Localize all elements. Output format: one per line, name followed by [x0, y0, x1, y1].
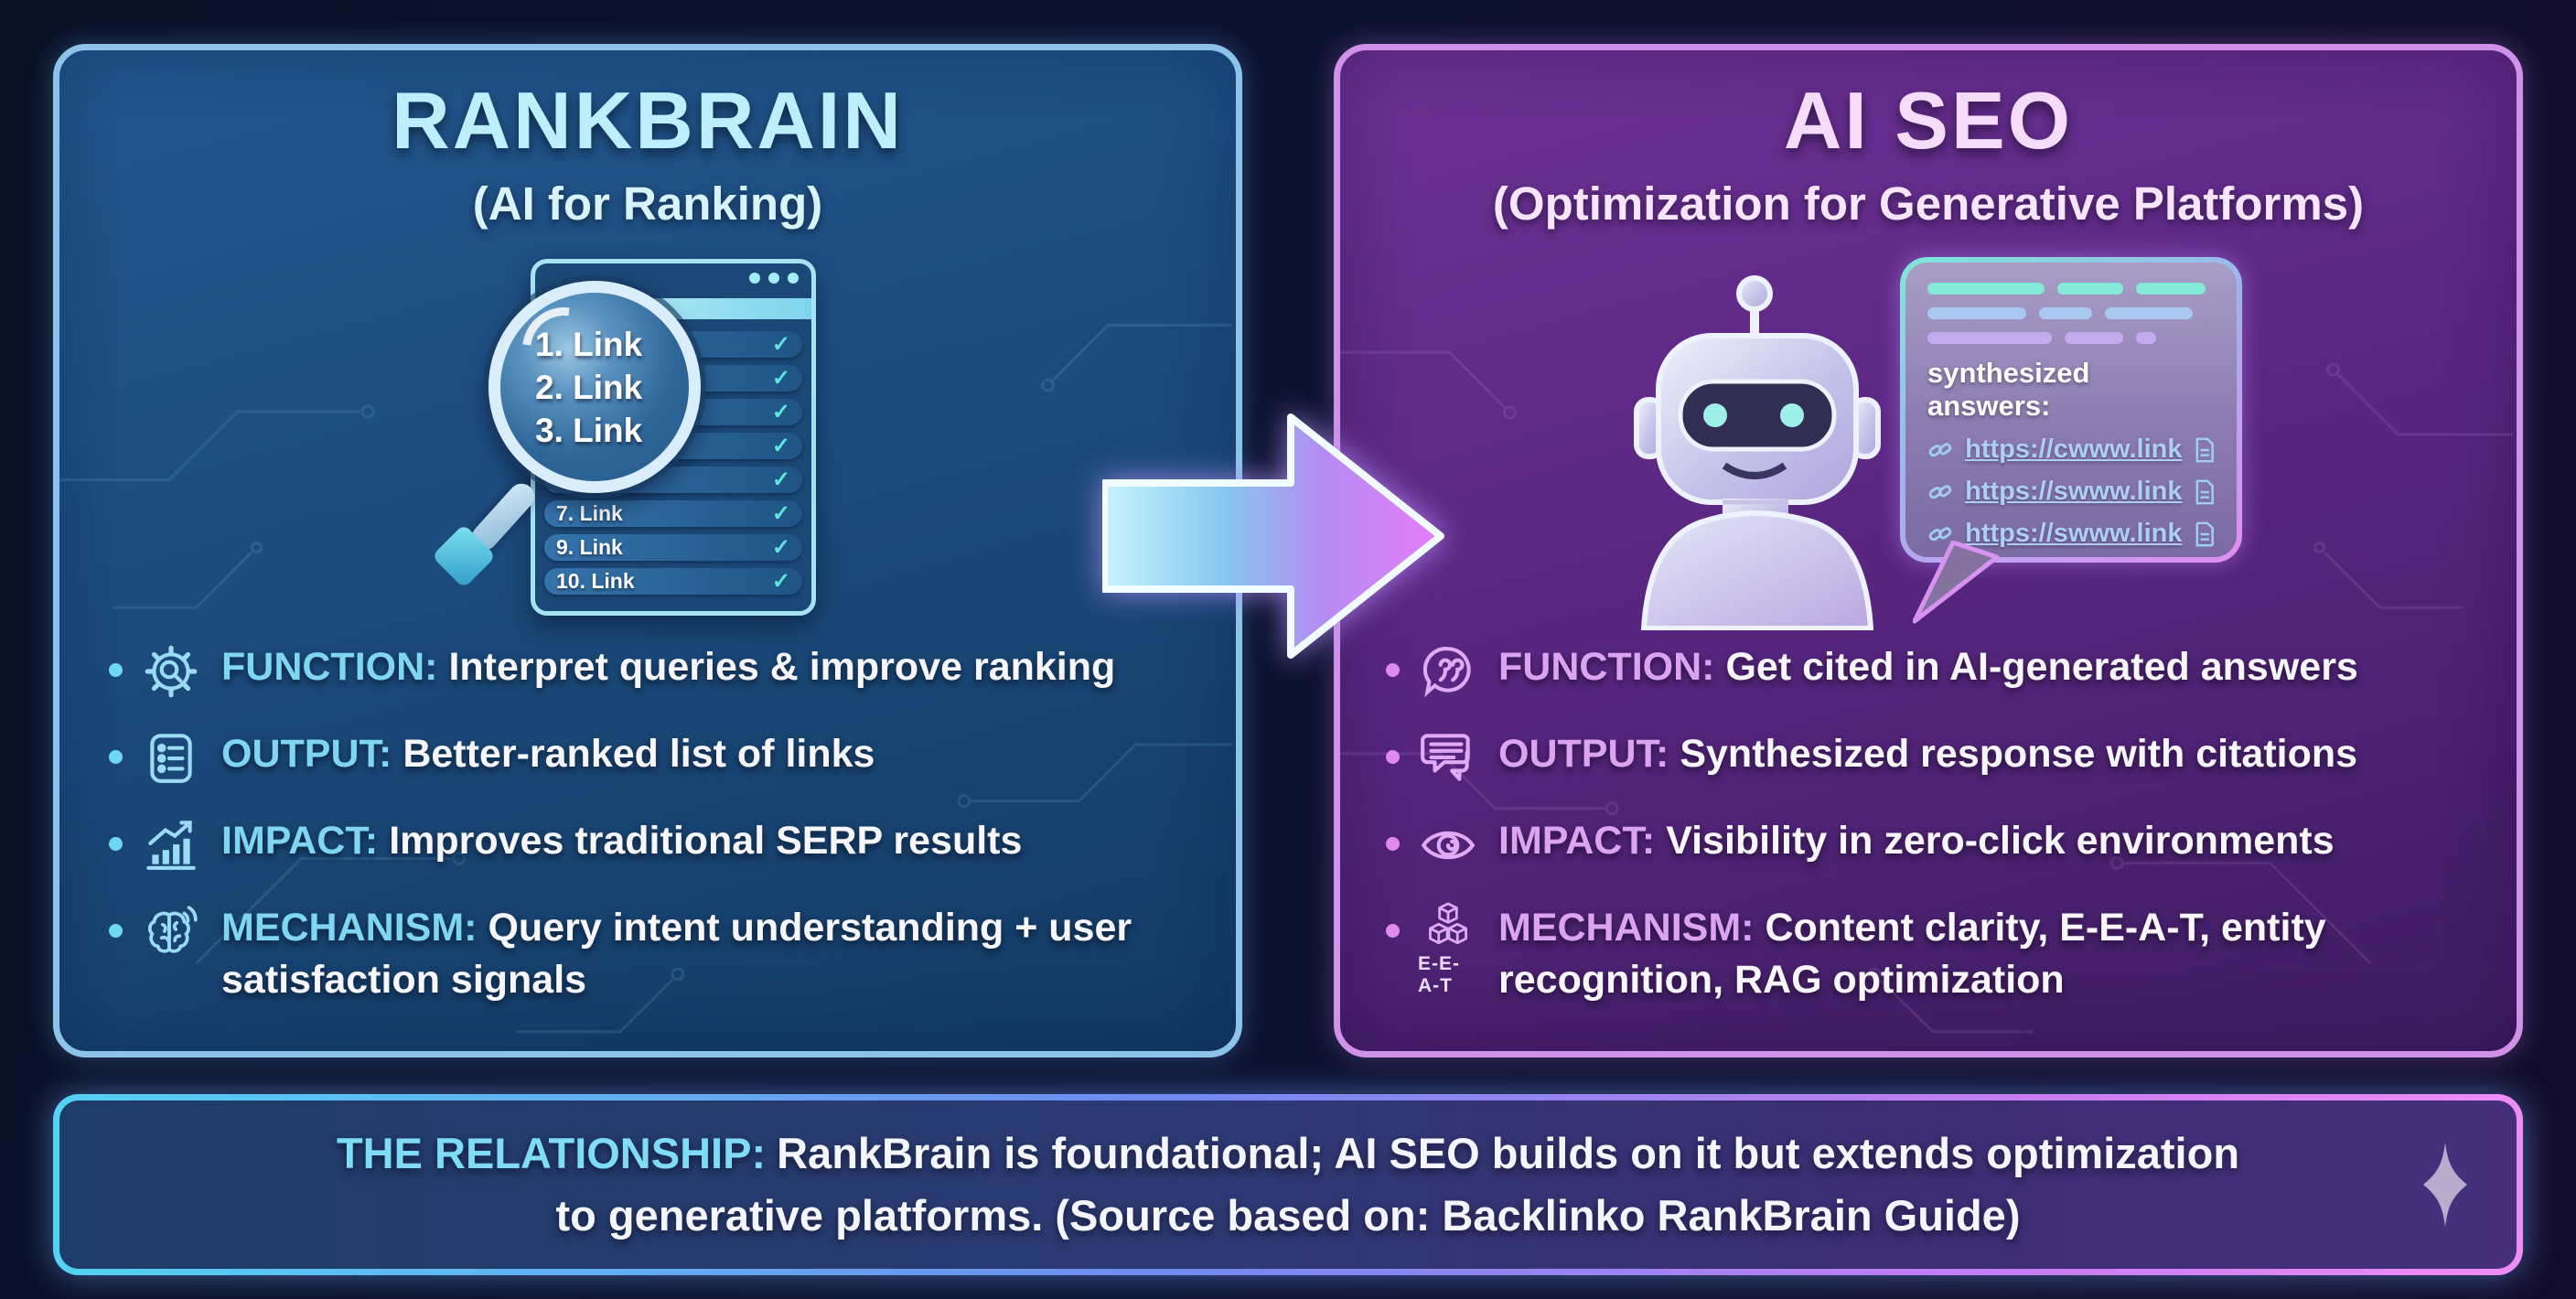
serp-row: 10. Link✓ — [544, 568, 802, 595]
text-bars — [1927, 283, 2215, 295]
bullet-keyword: FUNCTION: — [221, 645, 438, 689]
citation-link: https://cwww.link — [1965, 435, 2183, 464]
check-icon: ✓ — [771, 434, 790, 458]
rankbrain-panel: RANKBRAIN (AI for Ranking) ✓ ✓ ✓ ✓ 6. Li… — [53, 44, 1242, 1057]
bullet-mechanism: MECHANISM:Query intent understanding + u… — [109, 902, 1207, 1006]
bullet-dot — [1386, 750, 1400, 764]
bullet-body: Content clarity, E-E-A-T, entity recogni… — [1498, 906, 2326, 1002]
citation-link: https://swww.link — [1965, 477, 2183, 506]
check-icon: ✓ — [771, 366, 790, 391]
checklist-icon — [141, 728, 201, 789]
bullet-dot — [1386, 924, 1400, 938]
chat-bubbles-icon — [1418, 728, 1478, 789]
check-icon: ✓ — [771, 569, 790, 594]
flow-arrow — [1102, 413, 1444, 659]
window-dots-icon — [749, 273, 799, 284]
right-panel-title: AI SEO — [1783, 75, 2074, 166]
bullet-dot — [109, 750, 123, 764]
relationship-line2: to generative platforms. (Source based o… — [555, 1191, 2021, 1240]
bullet-dot — [109, 837, 123, 851]
bullet-mechanism: E-E-A-T MECHANISM:Content clarity, E-E-A… — [1386, 902, 2493, 1006]
bullet-body: Interpret queries & improve ranking — [448, 645, 1116, 689]
eeat-caption: E-E-A-T — [1418, 953, 1460, 996]
brain-signal-icon — [141, 902, 201, 962]
citation-link: https://swww.link — [1965, 519, 2183, 548]
speech-bubble: synthesized answers: https://cwww.link — [1900, 257, 2242, 624]
check-icon: ✓ — [771, 501, 790, 526]
serp-row: 9. Link✓ — [544, 534, 802, 561]
bullet-body: Improves traditional SERP results — [389, 819, 1023, 863]
bullet-keyword: MECHANISM: — [221, 906, 478, 950]
bullet-keyword: IMPACT: — [1498, 819, 1656, 863]
bullet-keyword: OUTPUT: — [221, 732, 392, 776]
bullet-dot — [1386, 837, 1400, 851]
document-icon — [2195, 521, 2214, 546]
link-icon — [1928, 526, 1952, 541]
bullet-body: Query intent understanding + user satisf… — [221, 906, 1132, 1002]
check-icon: ✓ — [771, 535, 790, 560]
link-icon — [1928, 484, 1952, 499]
citation-link-row: https://swww.link — [1927, 519, 2215, 549]
serp-window-illustration: ✓ ✓ ✓ ✓ 6. Link✓ 7. Link✓ 9. Link✓ 10. L… — [431, 259, 816, 616]
bullet-keyword: FUNCTION: — [1498, 645, 1715, 689]
right-panel-subtitle: (Optimization for Generative Platforms) — [1492, 177, 2365, 230]
bullet-body: Better-ranked list of links — [402, 732, 875, 776]
bullet-keyword: MECHANISM: — [1498, 906, 1755, 950]
relationship-line1: RankBrain is foundational; AI SEO builds… — [777, 1129, 2240, 1177]
citation-link-row: https://swww.link — [1927, 477, 2215, 507]
chart-growth-icon — [141, 815, 201, 875]
bullet-function: FUNCTION:Interpret queries & improve ran… — [109, 641, 1207, 702]
bullet-dot — [109, 924, 123, 938]
relationship-banner: THE RELATIONSHIP:RankBrain is foundation… — [53, 1094, 2523, 1275]
bullet-keyword: OUTPUT: — [1498, 732, 1669, 776]
document-icon — [2195, 479, 2214, 504]
text-bars — [1927, 332, 2215, 344]
bullet-function: FUNCTION:Get cited in AI-generated answe… — [1386, 641, 2493, 702]
bullet-impact: IMPACT:Visibility in zero-click environm… — [1386, 815, 2493, 875]
relationship-keyword: THE RELATIONSHIP: — [336, 1129, 767, 1177]
magnifier-lens: 1. Link 2. Link 3. Link — [488, 281, 701, 493]
cubes-icon: E-E-A-T — [1418, 902, 1478, 997]
left-panel-subtitle: (AI for Ranking) — [472, 177, 823, 230]
quote-bubble-icon — [1418, 641, 1478, 702]
bullet-dot — [1386, 663, 1400, 677]
bullet-impact: IMPACT:Improves traditional SERP results — [109, 815, 1207, 875]
gear-search-icon — [141, 641, 201, 702]
check-icon: ✓ — [771, 400, 790, 424]
bullet-body: Get cited in AI-generated answers — [1725, 645, 2358, 689]
bullet-output: OUTPUT:Better-ranked list of links — [109, 728, 1207, 789]
serp-row: 7. Link✓ — [544, 500, 802, 527]
ai-seo-bullet-list: FUNCTION:Get cited in AI-generated answe… — [1386, 641, 2493, 1033]
bubble-label: synthesized answers: — [1927, 357, 2090, 422]
robot-icon — [1634, 275, 1881, 630]
document-icon — [2195, 437, 2214, 462]
eye-icon — [1418, 815, 1478, 875]
speech-bubble-tail — [1913, 541, 2000, 624]
ai-seo-panel: AI SEO (Optimization for Generative Plat… — [1334, 44, 2523, 1057]
bullet-body: Synthesized response with citations — [1680, 732, 2358, 776]
relationship-text: THE RELATIONSHIP:RankBrain is foundation… — [337, 1122, 2239, 1247]
bullet-output: OUTPUT:Synthesized response with citatio… — [1386, 728, 2493, 789]
citation-link-row: https://cwww.link — [1927, 435, 2215, 465]
rankbrain-bullet-list: FUNCTION:Interpret queries & improve ran… — [109, 641, 1207, 1033]
sparkle-icon — [2423, 1143, 2467, 1227]
bullet-dot — [109, 663, 123, 677]
magnifier-icon: 1. Link 2. Link 3. Link — [431, 281, 701, 589]
bullet-body: Visibility in zero-click environments — [1666, 819, 2334, 863]
text-bars — [1927, 307, 2215, 319]
check-icon: ✓ — [771, 467, 790, 492]
left-panel-title: RANKBRAIN — [392, 75, 904, 166]
link-icon — [1928, 442, 1952, 456]
bullet-keyword: IMPACT: — [221, 819, 379, 863]
check-icon: ✓ — [771, 332, 790, 357]
